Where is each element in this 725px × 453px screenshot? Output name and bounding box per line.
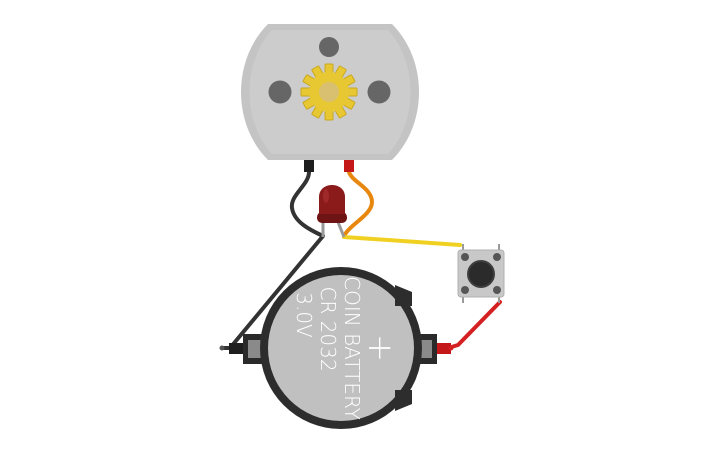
battery-terminal-negative[interactable] (229, 343, 243, 354)
battery-clip (395, 285, 412, 306)
pushbutton[interactable] (457, 244, 505, 303)
motor-terminal-negative[interactable] (304, 160, 314, 172)
pushbutton-screw (461, 286, 469, 294)
red-led[interactable] (317, 185, 347, 238)
wire-endpoint (219, 345, 225, 351)
coin-battery-holder[interactable]: COIN BATTERY CR 2032 3.0V + (229, 267, 451, 429)
led-flange (317, 212, 347, 223)
red-wire[interactable] (446, 300, 502, 350)
pushbutton-screw (461, 253, 469, 261)
battery-label-line2: CR 2032 (316, 286, 340, 371)
led-highlight (323, 189, 329, 203)
battery-clip (395, 390, 412, 411)
battery-label-line1: COIN BATTERY (340, 276, 364, 420)
battery-label-line3: 3.0V (292, 292, 316, 338)
pushbutton-cap[interactable] (467, 260, 495, 288)
battery-tab-negative-contact (248, 340, 264, 358)
orange-wire[interactable] (342, 170, 375, 238)
battery-polarity-symbol: + (360, 334, 400, 363)
motor-hole-left (268, 80, 292, 104)
motor-terminal-positive[interactable] (344, 160, 354, 172)
motor-hole-top (319, 37, 339, 57)
led-dome (319, 185, 345, 214)
coin-cell (268, 275, 414, 421)
pushbutton-screw (493, 253, 501, 261)
battery-terminal-positive[interactable] (437, 343, 451, 354)
gear-icon (300, 63, 358, 121)
black-wire[interactable] (220, 170, 325, 350)
yellow-wire[interactable] (342, 235, 462, 247)
motor-hole-right (367, 80, 391, 104)
dc-motor[interactable] (241, 24, 419, 172)
led-leg-anode (336, 221, 346, 238)
wire-endpoint (448, 345, 454, 351)
pushbutton-screw (493, 286, 501, 294)
